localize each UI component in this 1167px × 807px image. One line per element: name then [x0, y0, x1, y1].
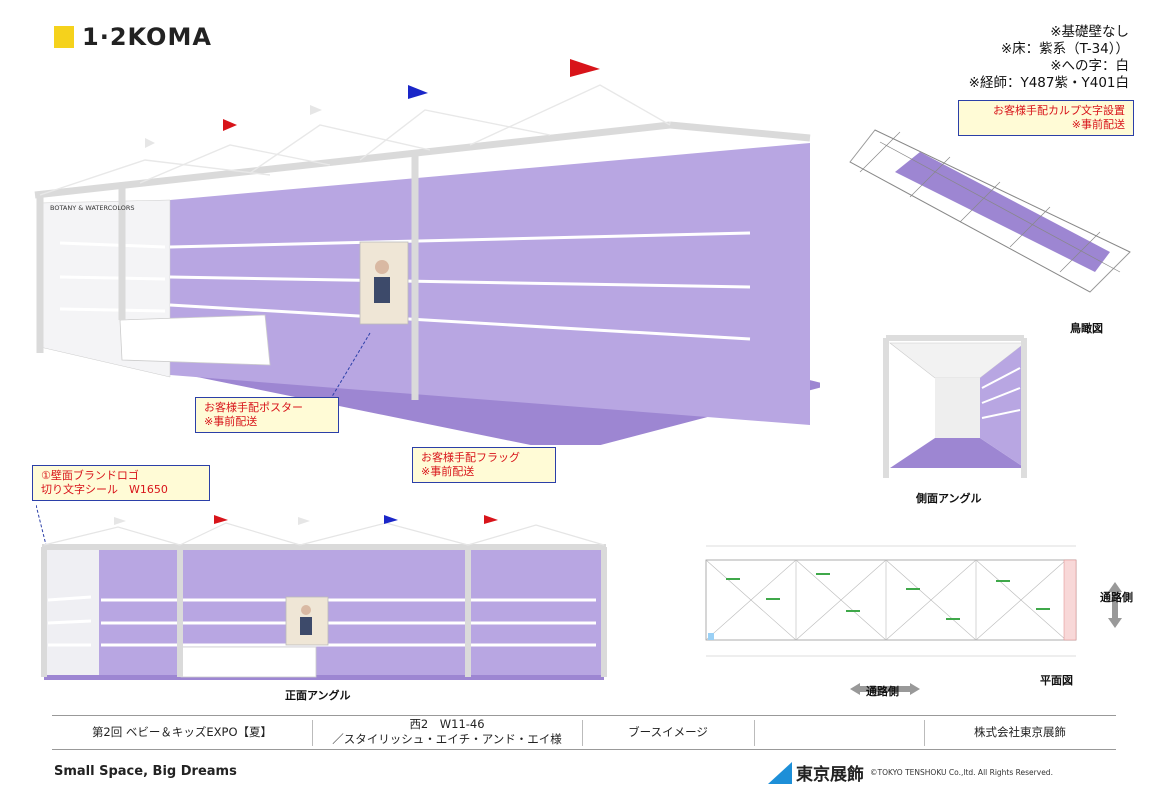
main-perspective-view: BOTANY & WATERCOLORS — [34, 59, 820, 445]
callout-flag: お客様手配フラッグ ※事前配送 — [412, 447, 556, 483]
callout-leader — [329, 332, 371, 401]
footer-event: 第2回 ベビー＆キッズEXPO【夏】 — [91, 724, 273, 739]
footer-blank — [754, 716, 924, 748]
callout-line: ※事前配送 — [421, 465, 475, 478]
birdseye-label: 鳥瞰図 — [1070, 322, 1103, 335]
side-view-label: 側面アングル — [916, 492, 982, 505]
company-mark: 東京展飾 ©TOKYO TENSHOKU Co.,ltd. All Rights… — [768, 760, 1053, 785]
callout-line: お客様手配カルプ文字設置 — [993, 104, 1125, 117]
shelf-group — [59, 231, 751, 341]
horizontal-arrow-icon — [850, 683, 920, 695]
roof-truss — [39, 84, 671, 196]
callout-line: お客様手配フラッグ — [421, 451, 520, 464]
tagline: Small Space, Big Dreams — [54, 764, 237, 779]
reception-counter — [119, 314, 271, 366]
aisle-side-label-right: 通路側 — [1100, 591, 1133, 604]
plan-view — [705, 545, 1077, 657]
plan-view-label: 平面図 — [1040, 674, 1073, 687]
aisle-side-label-bottom: 通路側 — [866, 685, 899, 698]
callout-line: ※事前配送 — [204, 415, 258, 428]
logo-square-icon — [54, 26, 74, 48]
birdseye-view — [849, 129, 1131, 293]
copyright: ©TOKYO TENSHOKU Co.,ltd. All Rights Rese… — [870, 768, 1053, 777]
note-line: ※経師：Y487紫・Y401白 — [968, 75, 1129, 91]
callout-wall-logo: ①壁面ブランドロゴ 切り文字シール W1650 — [32, 465, 210, 501]
brand-logo: 1·2KOMA — [54, 23, 212, 51]
footer-company: 株式会社東京展飾 — [974, 724, 1066, 739]
footer-doc-type: ブースイメージ — [628, 724, 708, 739]
callout-poster: お客様手配ポスター ※事前配送 — [195, 397, 339, 433]
note-line: ※基礎壁なし — [1050, 24, 1129, 40]
front-view-label: 正面アングル — [285, 689, 351, 702]
spec-notes: ※基礎壁なし ※床：紫系（T-34）） ※への字：白 ※経師：Y487紫・Y40… — [969, 24, 1129, 92]
vertical-arrow-icon — [1108, 582, 1122, 628]
footer-bottom-rule — [52, 749, 1116, 750]
callout-line: ※事前配送 — [1071, 118, 1125, 131]
flag-group — [145, 59, 600, 148]
footer-top-rule — [52, 715, 1116, 716]
booth-sign-text: BOTANY & WATERCOLORS — [50, 204, 135, 212]
side-view — [880, 328, 1030, 480]
footer-booth: 西2 W11-46／スタイリッシュ・エイチ・アンド・エイ様 — [332, 717, 562, 746]
callout-line: お客様手配ポスター — [204, 401, 303, 414]
callout-fascia: お客様手配カルプ文字設置 ※事前配送 — [958, 100, 1134, 136]
note-line: ※への字：白 — [1050, 58, 1129, 74]
front-view — [36, 505, 607, 680]
company-name: 東京展飾 — [796, 765, 864, 785]
logo-text: 1·2KOMA — [82, 23, 212, 51]
callout-line: ①壁面ブランドロゴ — [41, 469, 139, 482]
callout-line: 切り文字シール W1650 — [41, 483, 168, 496]
note-line: ※床：紫系（T-34）） — [1000, 41, 1129, 57]
company-logo-icon — [768, 761, 792, 784]
